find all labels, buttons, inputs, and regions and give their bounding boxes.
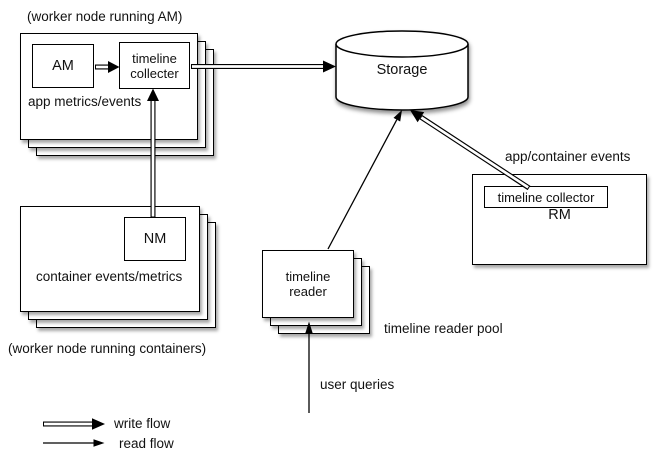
reader-line2: reader: [289, 284, 327, 299]
reader-pool-label: timeline reader pool: [384, 321, 503, 336]
user-queries-label: user queries: [320, 377, 395, 392]
read-arrow-reader-to-storage: [327, 110, 402, 250]
app-container-events-label: app/container events: [505, 149, 631, 164]
worker-nm-caption: (worker node running containers): [8, 341, 207, 356]
am-collector-line1: timeline: [132, 50, 177, 66]
am-node: AM: [32, 44, 94, 88]
container-events-label: container events/metrics: [36, 269, 183, 284]
storage-label: Storage: [376, 62, 428, 78]
worker-am-caption: (worker node running AM): [27, 9, 183, 24]
am-label: AM: [52, 58, 74, 74]
rm-collector-label: timeline collector: [497, 189, 595, 205]
legend-write-arrow-icon: [43, 418, 105, 430]
am-timeline-collector-node: timeline collecter: [119, 42, 190, 89]
nm-node: NM: [124, 217, 186, 261]
rm-timeline-collector-node: timeline collector: [484, 186, 608, 208]
legend-read-label: read flow: [119, 436, 174, 451]
nm-label: NM: [143, 231, 167, 247]
legend-read-arrow-icon: [43, 439, 105, 447]
app-metrics-label: app metrics/events: [28, 94, 142, 109]
timeline-reader-node: timeline reader: [262, 250, 354, 318]
rm-label: RM: [548, 207, 571, 223]
am-collector-line2: collecter: [130, 65, 179, 81]
reader-line1: timeline: [285, 269, 331, 284]
read-arrow-user-queries: [305, 321, 313, 413]
legend-write-label: write flow: [114, 416, 171, 431]
